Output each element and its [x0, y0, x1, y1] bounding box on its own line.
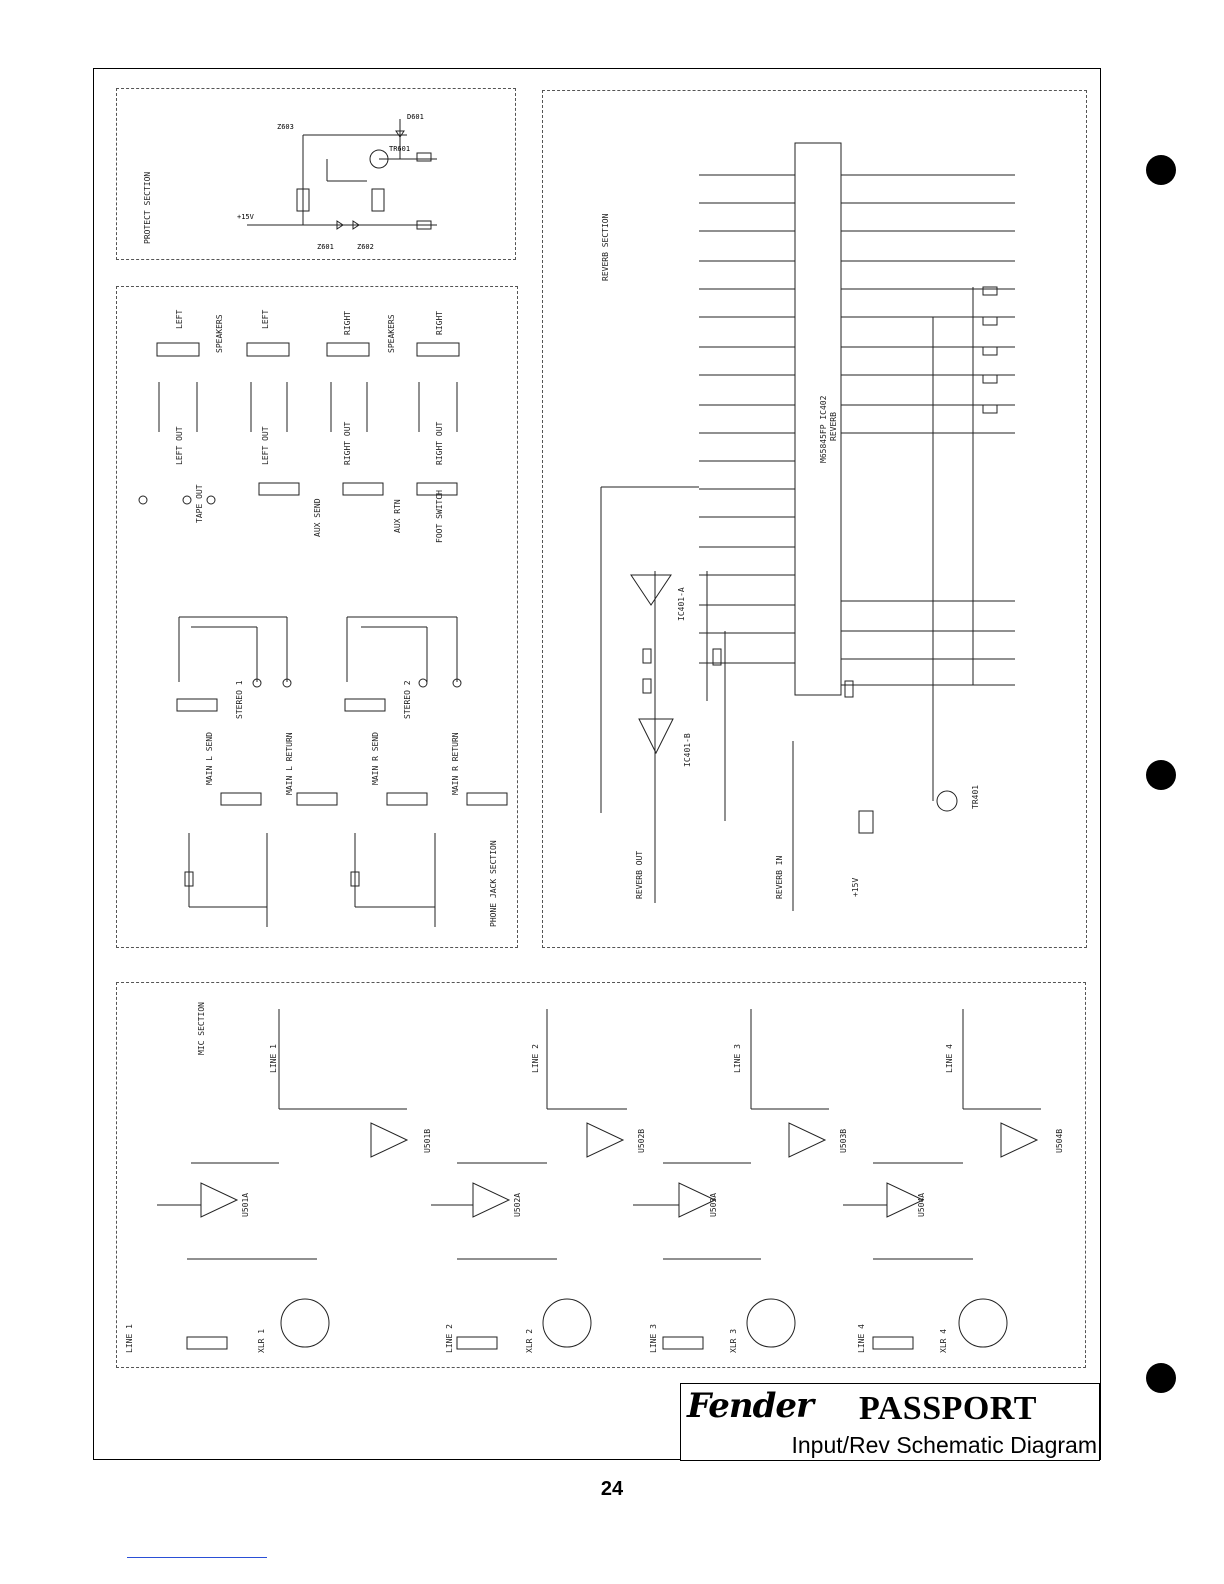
protect-z601-label: Z601 — [317, 243, 334, 251]
footer-rule — [127, 1557, 267, 1558]
page-number: 24 — [600, 1478, 624, 1500]
protect-tr601-label: TR601 — [389, 145, 410, 153]
protect-section: PROTECT SECTION Z601 Z602 Z603 TR601 D60… — [116, 88, 516, 260]
protect-z602-label: Z602 — [357, 243, 374, 251]
phone-jack-circuit — [138, 342, 508, 927]
binder-hole-top — [1146, 155, 1176, 185]
reverb-circuit — [600, 142, 1015, 911]
binder-hole-bottom — [1146, 1363, 1176, 1393]
reverb-section: REVERB SECTION M65845FP IC402 REVERB IC4… — [542, 90, 1087, 948]
protect-d601-label: D601 — [407, 113, 424, 121]
protect-circuit: Z601 Z602 Z603 TR601 D601 +15V — [237, 113, 437, 251]
phone-jack-section: PHONE JACK SECTION LEFT SPEAKERS LEFT RI… — [116, 286, 518, 948]
protect-supply-label: +15V — [237, 213, 255, 221]
title-block-title: PASSPORT — [859, 1390, 1037, 1427]
fender-logo: Fender — [687, 1386, 814, 1426]
mic-section: MIC SECTION LINE 1 LINE 2 LINE 3 LINE 4 … — [116, 982, 1086, 1368]
protect-z603-label: Z603 — [277, 123, 294, 131]
binder-hole-middle — [1146, 760, 1176, 790]
title-block: Fender PASSPORT Input/Rev Schematic Diag… — [680, 1383, 1100, 1461]
mic-circuit — [157, 1009, 1041, 1350]
schematic-sheet — [93, 68, 1101, 1460]
title-block-subtitle: Input/Rev Schematic Diagram — [791, 1432, 1097, 1458]
